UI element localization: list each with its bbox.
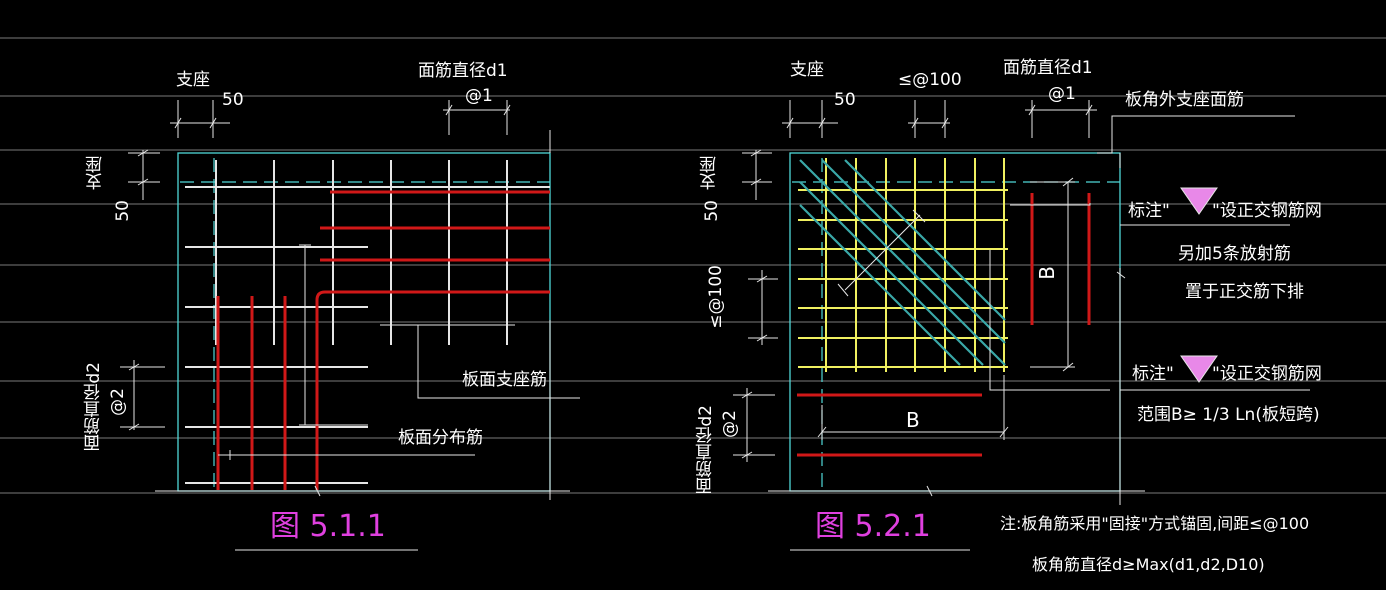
fig1-top-bar-spacing: @1 — [465, 86, 493, 106]
fig1-top-bar-dia-label: 面筋直径d1 — [418, 61, 508, 81]
fig2-dim-B-horizontal: B — [906, 408, 920, 432]
fig2-support-label-top: 支座 — [790, 60, 824, 80]
fig2-mark2-prefix: 标注" — [1132, 364, 1174, 384]
fig1-support-bar-label: 板面支座筋 — [462, 370, 547, 390]
fig2-note-2: 板角筋直径d≥Max(d1,d2,D10) — [1032, 555, 1265, 574]
triangle-mark-1 — [1180, 187, 1218, 215]
fig2-diagonal-bars — [799, 159, 1006, 366]
fig1-caption: 图 5.1.1 — [270, 509, 386, 544]
triangle-mark-2 — [1180, 355, 1218, 383]
fig2-range-note: 范围B≥ 1/3 Ln(板短跨) — [1137, 405, 1320, 425]
fig2-mark1-suffix: "设正交钢筋网 — [1212, 201, 1322, 221]
fig1-support-label-top: 支座 — [176, 70, 210, 90]
fig2-dimensions — [733, 100, 1310, 551]
fig2-mark2-suffix: "设正交钢筋网 — [1212, 364, 1322, 384]
background-grid — [0, 37, 1386, 494]
fig1-dim-50-top: 50 — [222, 90, 244, 110]
fig2-left-bar-dia-label: 面筋直径d2 — [696, 405, 716, 495]
fig2-left-dim-50: 50 — [702, 200, 722, 222]
fig2-extra-radial-1: 另加5条放射筋 — [1178, 244, 1291, 264]
fig1-left-bar-spacing: @2 — [108, 388, 128, 416]
fig2-left-spacing-100: ≤@100 — [706, 265, 726, 329]
fig1-dist-bar-label: 板面分布筋 — [398, 428, 483, 448]
fig2-yellow-mesh — [798, 158, 1008, 372]
fig2-extra-radial-2: 置于正交筋下排 — [1185, 282, 1304, 302]
fig1-left-support-label: 支座 — [86, 156, 106, 190]
fig2-diagram — [733, 100, 1310, 551]
fig1-dimensions — [120, 100, 580, 551]
fig2-mark1-prefix: 标注" — [1128, 201, 1170, 221]
fig1-left-bar-dia-label: 面筋直径d2 — [84, 362, 104, 452]
fig2-caption: 图 5.2.1 — [815, 509, 931, 544]
fig1-diagram — [120, 100, 580, 551]
fig2-dim-B-vertical: B — [1035, 266, 1059, 280]
fig2-red-bars — [797, 193, 1091, 457]
fig2-left-bar-spacing: @2 — [720, 410, 740, 438]
fig1-red-bars — [216, 190, 550, 490]
fig1-left-dim-50: 50 — [113, 200, 133, 222]
fig2-dim-50-top: 50 — [834, 90, 856, 110]
fig2-note-1: 注:板角筋采用"固接"方式锚固,间距≤@100 — [1000, 514, 1310, 533]
fig2-top-bar-dia-label: 面筋直径d1 — [1003, 58, 1093, 78]
fig2-left-support-label: 支座 — [700, 156, 720, 190]
fig2-triangle-marks — [1180, 187, 1218, 383]
fig2-corner-bar-label: 板角外支座面筋 — [1125, 90, 1244, 110]
fig2-spacing-100-top: ≤@100 — [898, 70, 962, 90]
fig2-top-bar-spacing: @1 — [1048, 84, 1076, 104]
fig1-white-bars — [185, 160, 550, 484]
